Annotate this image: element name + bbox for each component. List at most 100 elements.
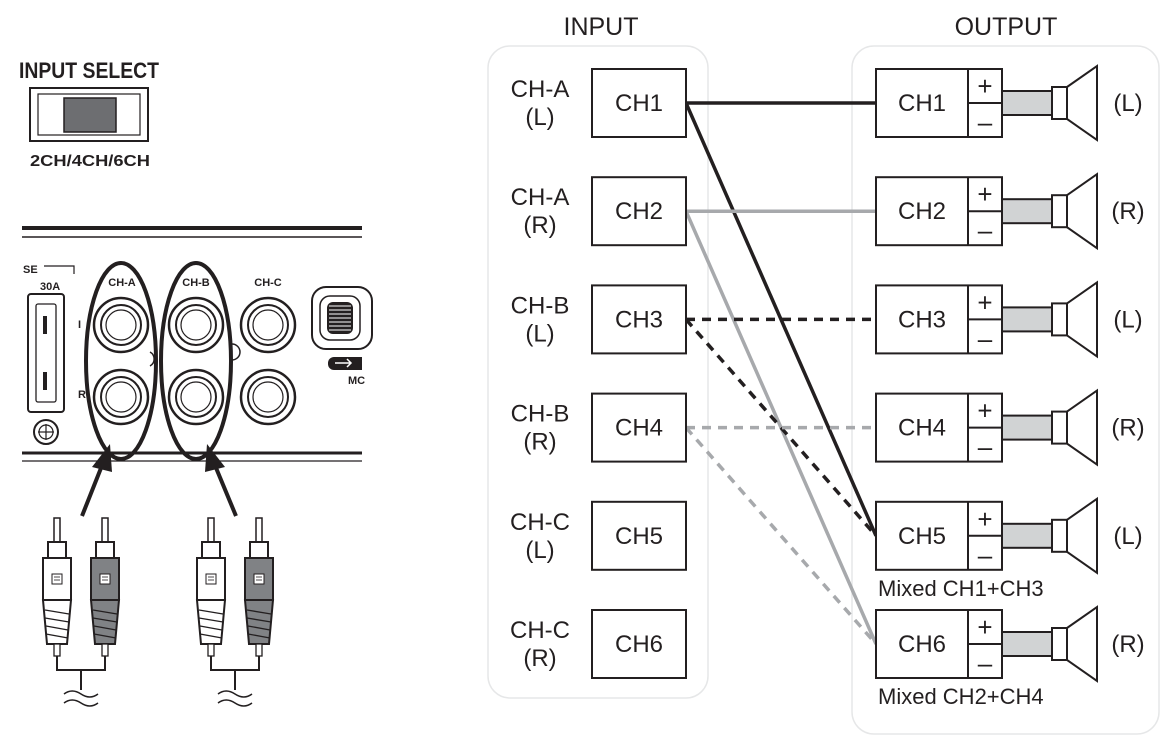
cable-break-icon (63, 690, 99, 707)
output-side-label: (R) (1111, 415, 1144, 442)
output-channel-3: CH3 + – (L) (875, 280, 1143, 359)
input-box-label: CH6 (615, 631, 663, 658)
ch-b-highlight (159, 261, 233, 461)
input-side-label: (L) (525, 320, 554, 347)
input-select-switch: INPUT SELECT 2CH/4CH/6CH (19, 58, 159, 170)
fuse-label: SE (23, 264, 38, 276)
rca-plug-white-right (196, 517, 226, 657)
input-select-title: INPUT SELECT (19, 58, 159, 83)
cable-break-icon (217, 690, 253, 707)
output-channel-4: CH4 + – (R) (875, 388, 1145, 467)
jack-label-ch-a: CH-A (108, 277, 136, 289)
output-side-label: (L) (1113, 90, 1142, 117)
arrow-to-ch-a (80, 462, 105, 517)
input-side-label: (L) (525, 104, 554, 131)
output-header: OUTPUT (955, 13, 1058, 41)
speaker-icon (1001, 388, 1098, 467)
input-box (591, 176, 687, 247)
jack-label-ch-c: CH-C (254, 277, 282, 289)
rca-cable-pair-right (196, 517, 274, 707)
input-header: INPUT (564, 13, 639, 41)
minus-terminal-label: – (978, 648, 993, 678)
minus-terminal-label: – (978, 432, 993, 462)
speaker-icon (1001, 605, 1098, 683)
arrow-to-ch-b (212, 462, 238, 517)
input-group-label: CH-C (510, 509, 570, 536)
output-box-label: CH5 (898, 523, 946, 550)
ground-screw-icon (33, 419, 59, 445)
input-group-label: CH-B (511, 292, 570, 319)
rca-jack-ch-c-top (239, 296, 297, 354)
amplifier-panel: SE 30A I R CH-A CH-B CH-C (22, 226, 373, 462)
input-channel-5: CH-C(L)CH5 (510, 500, 687, 571)
input-channel-6: CH-C(R) CH6 (510, 609, 687, 679)
rca-jack-ch-b-bottom (167, 368, 225, 426)
rca-jack-ch-b-top (167, 296, 225, 354)
input-side-label: (R) (523, 212, 556, 239)
rca-jack-ch-c-bottom (239, 368, 297, 426)
level-knob (311, 286, 373, 350)
input-channel-2: CH-A(R) CH2 (511, 176, 687, 247)
output-box-label: CH4 (898, 415, 946, 442)
mix-note: Mixed CH1+CH3 (878, 576, 1044, 601)
mix-note: Mixed CH2+CH4 (878, 684, 1044, 709)
output-channel-1: CH1 + – (L) (875, 64, 1143, 142)
link-symbol-icon (149, 351, 155, 367)
input-group-frame (487, 45, 709, 699)
plus-terminal-label: + (977, 179, 992, 209)
wire-ch4-to-ch6 (684, 426, 878, 646)
rca-plug-white-left (42, 517, 72, 657)
speaker-icon (1001, 496, 1098, 575)
input-box-label: CH1 (615, 90, 663, 117)
fuse-rating: 30A (40, 281, 60, 293)
output-box-label: CH6 (898, 631, 946, 658)
input-select-caption: 2CH/4CH/6CH (30, 153, 150, 170)
output-box-label: CH3 (898, 306, 946, 333)
input-group-label: CH-A (511, 184, 570, 211)
wire-ch1-to-ch5 (684, 102, 878, 537)
output-side-label: (R) (1111, 198, 1144, 225)
input-box (591, 68, 687, 138)
input-box-label: CH5 (615, 523, 663, 550)
minus-terminal-label: – (978, 540, 993, 570)
plus-terminal-label: + (977, 287, 992, 317)
output-channels: CH1+–(L)CH2+–(R)CH3+–(L)CH4+–(R)CH5+–(L)… (875, 64, 1145, 709)
input-box (591, 284, 687, 355)
speaker-icon (1001, 280, 1098, 359)
input-box-label: CH3 (615, 306, 663, 333)
minus-terminal-label: – (978, 215, 993, 245)
speaker-icon (1001, 172, 1098, 251)
input-side-label: (R) (523, 645, 556, 672)
rca-jacks (92, 296, 297, 426)
minus-terminal-label: – (978, 107, 993, 137)
input-channel-3: CH-B(L) CH3 (511, 284, 687, 355)
rca-plug-red-right (244, 517, 274, 657)
input-channel-4: CH-B(R)CH4 (511, 392, 687, 463)
insert-arrows (80, 444, 238, 517)
connections (684, 101, 878, 646)
input-group-label: CH-A (511, 76, 570, 103)
output-side-label: (R) (1111, 631, 1144, 658)
rca-plug-red-left (90, 517, 120, 657)
output-side-label: (L) (1113, 306, 1142, 333)
output-channel-2: CH2+–(R) (875, 172, 1145, 251)
input-channels: CH-A(L)CH1CH-A(R)CH2CH-B(L)CH3CH-B(R)CH4… (510, 68, 687, 679)
input-group-label: CH-B (511, 401, 570, 428)
row-label-top: I (78, 319, 81, 331)
input-group-label: CH-C (510, 617, 570, 644)
speaker-icon (1001, 64, 1098, 142)
input-box-label: CH2 (615, 198, 663, 225)
input-box (591, 392, 687, 463)
output-box-label: CH1 (898, 90, 946, 117)
minus-terminal-label: – (978, 323, 993, 353)
mode-label: MC (348, 375, 365, 387)
rca-jack-ch-a-top (92, 296, 150, 354)
input-side-label: (R) (523, 429, 556, 456)
row-label-bottom: R (78, 389, 86, 401)
plus-terminal-label: + (977, 71, 992, 101)
plus-terminal-label: + (977, 396, 992, 426)
output-channel-6: CH6+–(R)Mixed CH2+CH4 (875, 605, 1145, 709)
input-channel-1: CH-A(L) CH1 (511, 68, 687, 138)
input-box (591, 500, 687, 571)
